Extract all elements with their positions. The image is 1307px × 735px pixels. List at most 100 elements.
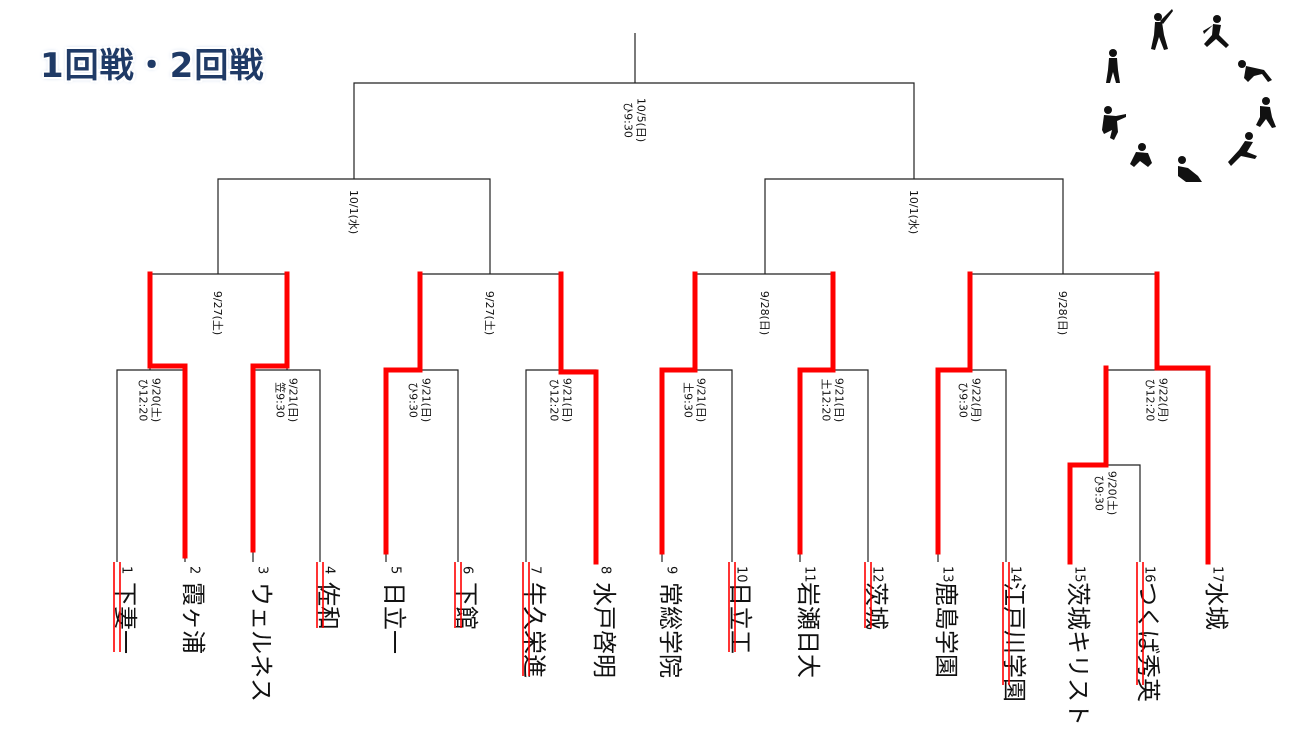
schedule-text: 10/1(水) bbox=[347, 190, 360, 234]
team-number: 1 bbox=[119, 566, 134, 574]
team-number: 12 bbox=[870, 566, 885, 583]
winner-path bbox=[935, 271, 973, 555]
team-entry-9: 常総学院 9 bbox=[656, 566, 684, 678]
team-name: 茨城 bbox=[862, 582, 890, 630]
match-schedule: 9/20(土)ひ9:30 bbox=[1093, 471, 1119, 515]
schedule-text: 9/28(日) bbox=[1056, 291, 1069, 335]
team-name: 日立一 bbox=[380, 582, 408, 654]
schedule-text: 9/22(月) bbox=[1157, 378, 1170, 422]
match-schedule: 9/27(土) bbox=[483, 291, 496, 335]
team-entry-6: 下館 6 bbox=[452, 562, 480, 630]
winner-path bbox=[1154, 271, 1211, 565]
match-schedule: 9/22(月)ひ12:20 bbox=[1144, 378, 1170, 422]
team-number: 17 bbox=[1210, 566, 1225, 583]
team-name: 水城 bbox=[1202, 582, 1230, 630]
team-name: 下妻一 bbox=[111, 582, 139, 654]
team-entry-3: ウェルネス 3 bbox=[247, 566, 275, 702]
schedule-text: 9/22(月) bbox=[970, 378, 983, 422]
team-number: 11 bbox=[802, 566, 817, 583]
team-name: 下館 bbox=[452, 582, 480, 630]
team-number: 16 bbox=[1142, 566, 1157, 583]
team-number: 8 bbox=[598, 566, 613, 574]
match-schedule: 9/27(土) bbox=[211, 291, 224, 335]
team-name: 江戸川学園 bbox=[1000, 582, 1028, 702]
schedule-text: 9/20(土) bbox=[1106, 471, 1119, 515]
schedule-text: ひ9:30 bbox=[957, 382, 970, 418]
team-name: 鹿島学園 bbox=[932, 582, 960, 678]
schedule-text: 土12:20 bbox=[820, 379, 833, 422]
schedule-text: 土9:30 bbox=[682, 382, 695, 418]
match-schedule: 9/28(日) bbox=[1056, 291, 1069, 335]
winner-path bbox=[558, 271, 599, 565]
schedule-text: ひ12:20 bbox=[1144, 379, 1157, 422]
winner-paths bbox=[147, 271, 1211, 565]
baseball-players-silhouette-icon bbox=[1102, 9, 1276, 182]
schedule-text: ひ9:30 bbox=[622, 102, 635, 138]
team-number: 15 bbox=[1072, 566, 1087, 583]
team-number: 6 bbox=[460, 566, 475, 574]
team-entry-4: 佐和 4 bbox=[314, 562, 342, 630]
schedule-text: ひ9:30 bbox=[1093, 475, 1106, 511]
team-number: 10 bbox=[734, 566, 749, 583]
match-schedule: 10/1(水) bbox=[347, 190, 360, 234]
match-schedule: 10/1(水) bbox=[907, 190, 920, 234]
team-entry-5: 日立一 5 bbox=[380, 566, 408, 654]
schedule-text: ひ9:30 bbox=[407, 382, 420, 418]
team-name: 岩瀬日大 bbox=[794, 582, 822, 678]
bracket-line bbox=[353, 82, 915, 179]
schedule-text: 10/5(日) bbox=[635, 98, 648, 142]
schedule-text: 10/1(水) bbox=[907, 190, 920, 234]
match-schedule: 10/5(日)ひ9:30 bbox=[622, 98, 648, 142]
winner-path bbox=[1067, 365, 1109, 565]
team-number: 13 bbox=[940, 566, 955, 583]
schedule-text: 9/21(日) bbox=[420, 378, 433, 422]
team-number: 9 bbox=[664, 566, 679, 574]
team-entry-1: 下妻一 1 bbox=[111, 562, 139, 654]
schedule-text: 9/21(日) bbox=[833, 378, 846, 422]
schedule-text: 9/27(土) bbox=[483, 291, 496, 335]
schedule-text: 9/28(日) bbox=[758, 291, 771, 335]
page-title: 1回戦・2回戦 bbox=[40, 46, 265, 86]
schedule-text: 9/21(日) bbox=[287, 378, 300, 422]
team-name: 茨城キリスト bbox=[1064, 582, 1092, 726]
team-name: ウェルネス bbox=[247, 582, 275, 702]
match-schedule: 9/21(日)笠9:30 bbox=[274, 378, 300, 422]
team-number: 2 bbox=[187, 566, 202, 574]
match-schedule: 9/21(日)土9:30 bbox=[682, 378, 708, 422]
match-schedule: 9/21(日)ひ12:20 bbox=[548, 378, 574, 422]
winner-path bbox=[250, 271, 290, 553]
match-schedule: 9/21(日)土12:20 bbox=[820, 378, 846, 422]
schedule-text: ひ12:20 bbox=[548, 379, 561, 422]
team-name: 日立工 bbox=[726, 582, 754, 654]
schedule-text: 9/21(日) bbox=[695, 378, 708, 422]
winner-path bbox=[383, 271, 423, 555]
schedule-text: 9/27(土) bbox=[211, 291, 224, 335]
match-schedule: 9/21(日)ひ9:30 bbox=[407, 378, 433, 422]
match-schedule: 9/28(日) bbox=[758, 291, 771, 335]
match-schedule: 9/20(土)ひ12:20 bbox=[137, 378, 163, 422]
team-number: 4 bbox=[322, 566, 337, 574]
team-name: 佐和 bbox=[314, 582, 342, 630]
team-name: つくば秀英 bbox=[1134, 582, 1162, 702]
match-schedule: 9/22(月)ひ9:30 bbox=[957, 378, 983, 422]
team-number: 14 bbox=[1008, 566, 1023, 583]
schedule-text: ひ12:20 bbox=[137, 379, 150, 422]
team-number: 3 bbox=[255, 566, 270, 574]
winner-path bbox=[797, 271, 836, 555]
schedule-text: 笠9:30 bbox=[274, 382, 288, 418]
winner-path bbox=[147, 271, 188, 559]
team-name: 常総学院 bbox=[656, 582, 684, 678]
team-name: 牛久栄進 bbox=[520, 582, 548, 678]
team-number: 5 bbox=[388, 566, 403, 574]
schedule-text: 9/20(土) bbox=[150, 378, 163, 422]
